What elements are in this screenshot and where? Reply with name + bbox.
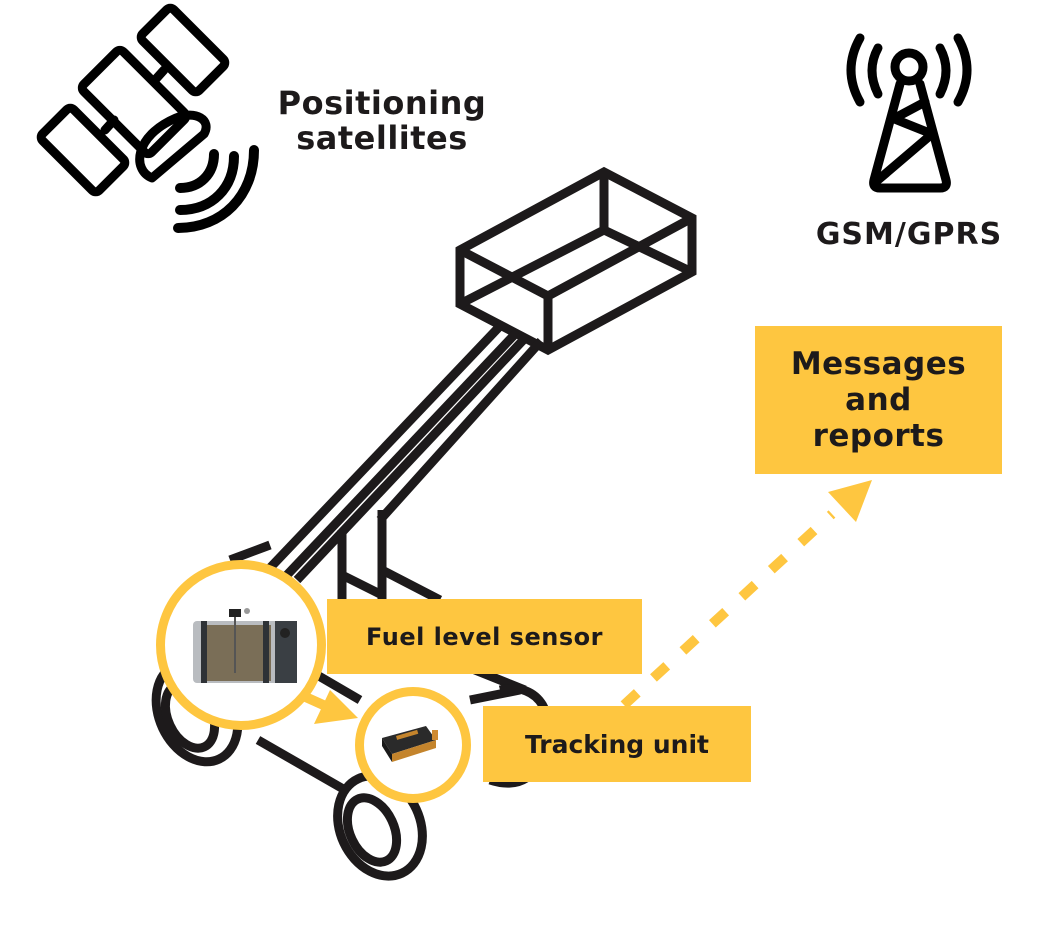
- fuel-tank-icon: [193, 608, 297, 683]
- tracker-to-messages-arrow: [620, 480, 872, 709]
- gsm-gprs-label: GSM/GPRS: [815, 217, 1003, 252]
- tracking-unit-box: Tracking unit: [483, 706, 751, 782]
- tracking-device-icon: [382, 726, 438, 762]
- tracking-unit-label: Tracking unit: [524, 729, 710, 759]
- fuel-level-sensor-label: Fuel level sensor: [366, 622, 603, 651]
- satellite-icon: [36, 3, 259, 233]
- tracking-unit-circle: [355, 687, 471, 803]
- cell-tower-icon: [846, 33, 972, 193]
- positioning-satellites-label: Positioning satellites: [277, 84, 487, 158]
- messages-and-reports-box: Messages and reports: [755, 326, 1002, 474]
- messages-and-reports-label: Messages and reports: [790, 345, 967, 455]
- fuel-sensor-circle: [156, 560, 326, 730]
- fuel-level-sensor-box: Fuel level sensor: [327, 599, 642, 674]
